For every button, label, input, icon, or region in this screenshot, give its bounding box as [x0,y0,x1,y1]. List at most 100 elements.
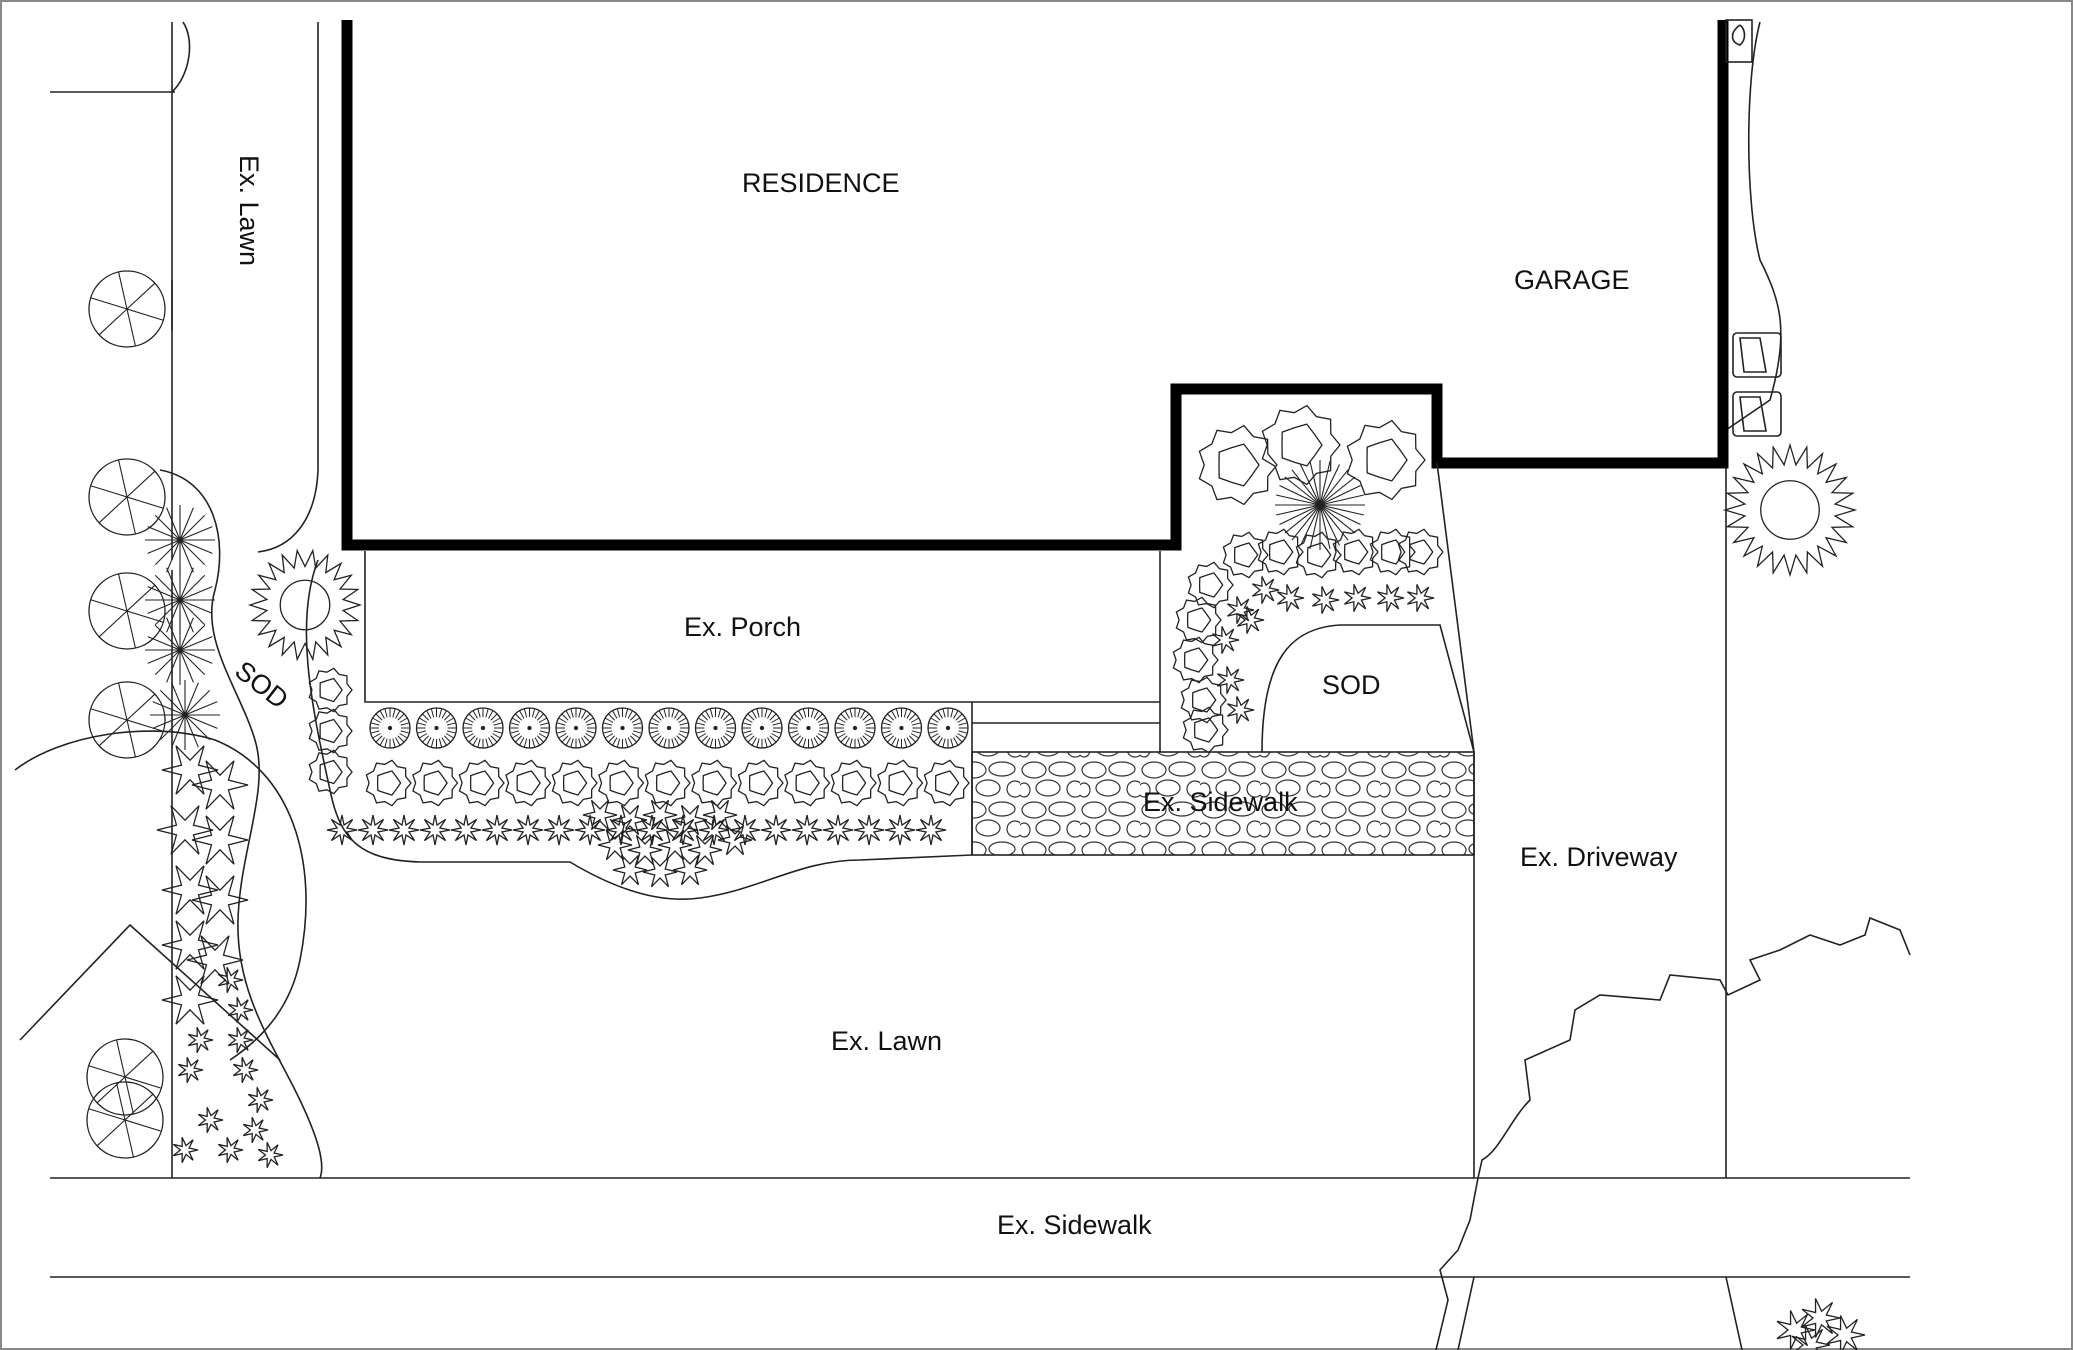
grass-blade [928,722,938,726]
grass-blade [417,730,427,734]
shrub-symbol [644,759,691,807]
perennial-symbol [791,814,823,846]
grass-blade [725,722,735,726]
grass-blade [531,738,536,748]
perennial-symbol [574,814,606,846]
burst-ray [1319,464,1341,506]
perennial-symbol [597,829,633,861]
grass-blade [844,710,850,719]
perennial-symbol [191,760,249,810]
perennial-symbol [191,875,249,925]
grass-blade [372,733,381,739]
tree-branch [124,1076,134,1115]
tree-branch [118,682,128,721]
grass-blade [705,710,711,719]
tree-branch [90,599,128,612]
grass-blade [950,708,954,718]
perennial-symbol [543,814,575,846]
right-bed [1261,462,1475,753]
grass-blade [375,735,383,743]
front-bed-outline [305,559,973,900]
burst-ray [179,514,206,541]
perennial-symbol [227,997,254,1023]
grass-blade [953,737,959,746]
grass-blade [443,735,451,743]
grass-blade [536,735,544,743]
grass-blade [490,713,498,721]
perennial-symbol [161,745,219,795]
burst-ray [1319,461,1331,506]
burst-ray [1319,494,1364,506]
grass-blade [663,708,667,718]
shrub-inner [1343,539,1369,565]
grass-blade [903,738,908,748]
grass-blade [477,738,481,748]
grass-blade [624,738,629,748]
perennial-symbol [1251,576,1280,604]
left-column-shrubs [308,667,353,795]
tree-branch [116,1082,126,1121]
grass-blade [395,710,401,719]
grass-blade [586,730,596,734]
perennial-symbol [247,1087,274,1113]
grass-blade [608,735,616,743]
grass-center [573,725,579,731]
grass-blade [817,717,827,723]
grass-blade [709,738,714,748]
grass-blade [772,730,782,734]
tree-branch [126,496,164,509]
burst-center [177,647,183,653]
perennial-symbol [1826,1315,1866,1350]
grass-blade [717,738,722,748]
grass-blade [815,713,823,721]
shrub-symbol [1369,528,1416,576]
perennial-symbol [197,1107,224,1133]
burst-center [177,597,183,603]
perennial-symbol [1216,666,1245,694]
grass-blade [430,738,435,748]
tree-branch [88,1065,126,1078]
shrub-inner [319,759,343,785]
burst-ray [179,599,194,633]
grass-blade [864,717,873,723]
grass-blade [674,710,680,719]
perennial-symbol [1376,584,1405,612]
grass-blade [651,733,660,739]
grass-blade [771,733,780,739]
grass-center [852,725,858,731]
grass-blade [671,708,675,718]
grass-blade [538,733,548,739]
grass-blade [422,735,430,743]
grass-blade [488,710,494,719]
grass-blade [523,738,528,748]
burst-ray [179,617,194,651]
grass-blade [860,710,866,719]
perennial-symbol [642,856,678,888]
grass-center [899,725,904,731]
side-plantings [86,270,284,1168]
grass-blade [649,730,659,734]
grass-blade [465,733,474,739]
spiky-shrub [1722,442,1858,578]
grass-blade [789,722,799,726]
grass-blade [910,733,920,739]
tree-branch [98,308,128,336]
perennial-cluster [582,799,753,888]
burst-ray [1276,504,1321,516]
burst-ray [147,586,181,601]
tree-branch [124,1119,134,1158]
burst-ray [184,714,199,748]
grass-center [666,725,672,731]
shrub-inner [1281,423,1323,467]
grass-blade [624,708,629,718]
burst-ray [184,714,211,741]
grass-blade [705,737,711,746]
driveway-edge-shrub [1776,1298,1866,1350]
grass-blade [676,735,684,743]
shrub-inner [469,770,495,796]
grass-center [480,725,486,731]
shrub-inner [1268,539,1294,565]
burst-ray [171,714,186,748]
grass-blade [585,733,594,739]
shrub-symbol [1397,528,1444,576]
